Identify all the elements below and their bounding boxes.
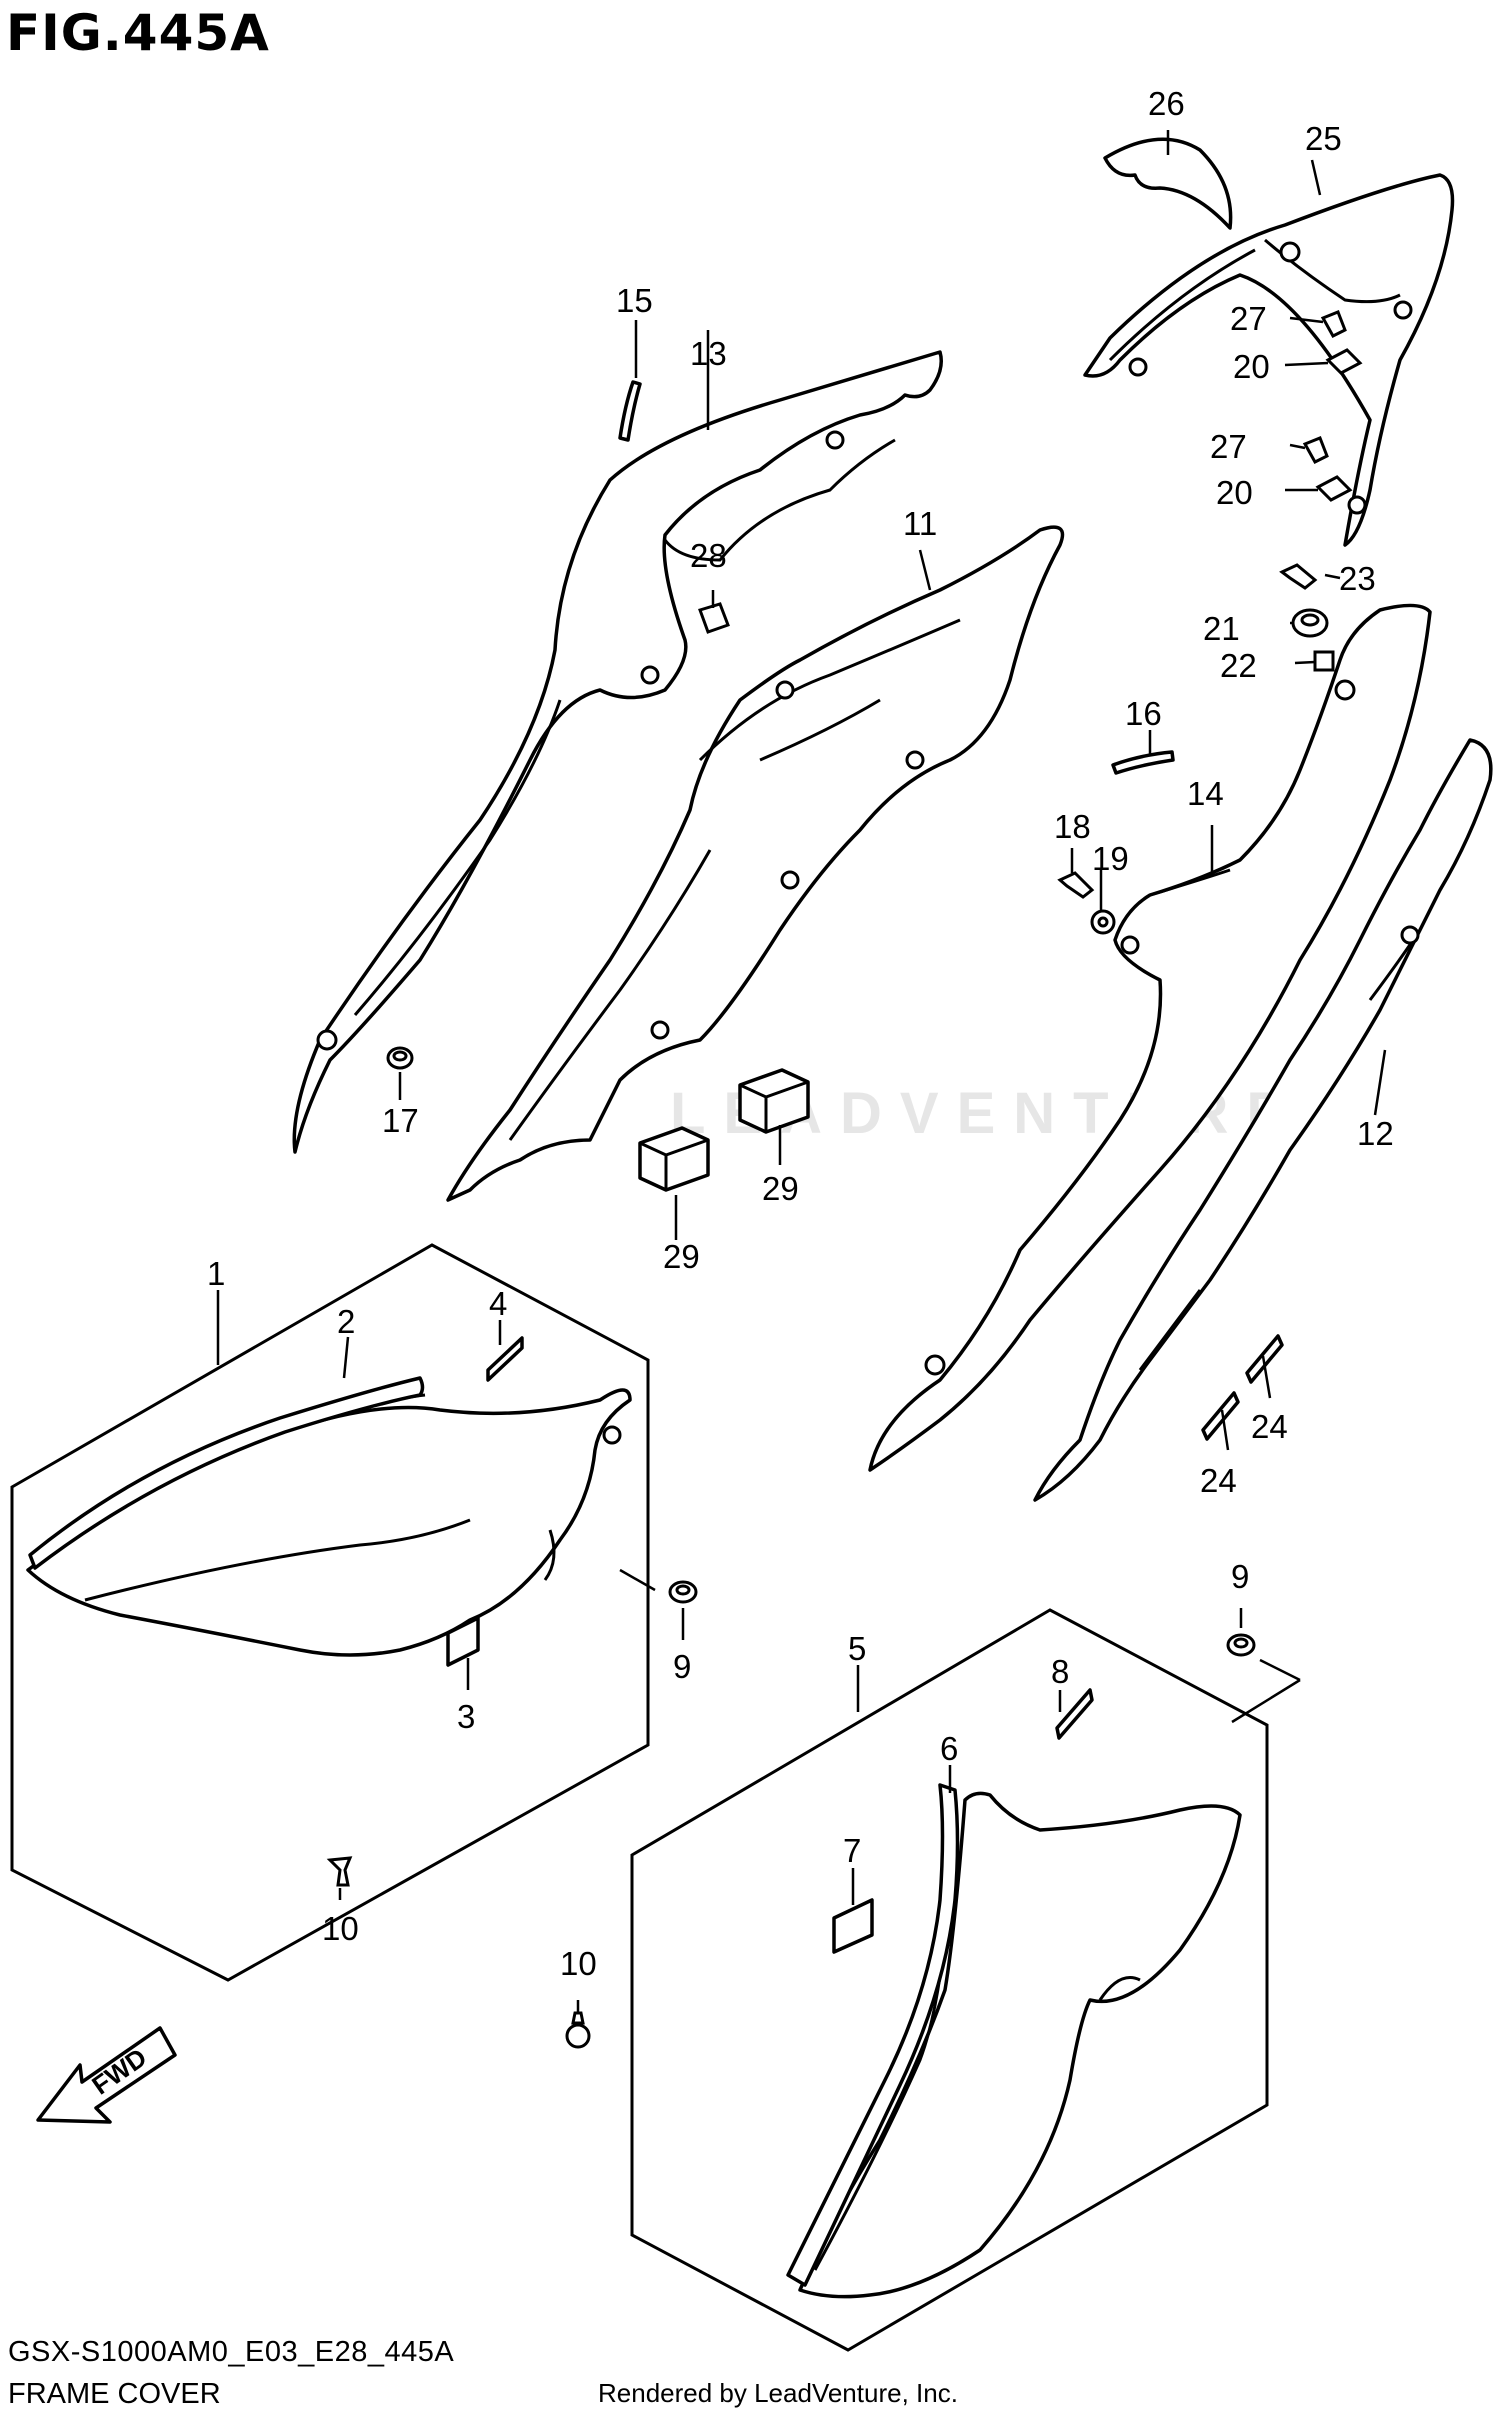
callout-7: 7 [843,1832,861,1869]
part-10-clip-a[interactable] [326,1856,353,1887]
callout-29b: 29 [762,1170,799,1207]
callout-27a: 27 [1230,300,1267,337]
rendered-by-credit: Rendered by LeadVenture, Inc. [598,2378,958,2408]
part-26-cover-piece[interactable] [1103,137,1233,230]
part-15-trim-strip[interactable] [618,380,642,442]
part-27-screw-b[interactable] [1302,436,1329,464]
part-29-pad-a[interactable] [638,1126,710,1192]
figure-title: FIG.445A [6,4,270,62]
part-6-trim-strip[interactable] [786,1783,960,2287]
callout-25: 25 [1305,120,1342,157]
part-3-label[interactable] [446,1616,480,1667]
callout-26: 26 [1148,85,1185,122]
part-7-label[interactable] [832,1898,874,1954]
callout-1: 1 [207,1255,225,1292]
callout-28: 28 [690,537,727,574]
callout-numbers: 1 2 3 4 5 6 7 8 9 9 10 10 11 12 13 14 15… [207,85,1394,1982]
part-21-cushion[interactable] [1291,608,1329,638]
callout-24a: 24 [1251,1408,1288,1445]
part-23-screw[interactable] [1279,563,1318,590]
part-19-nut[interactable] [1090,909,1116,935]
callout-27b: 27 [1210,428,1247,465]
part-29-pad-b[interactable] [738,1068,810,1134]
callout-17: 17 [382,1102,419,1139]
callout-16: 16 [1125,695,1162,732]
part-4-label[interactable] [486,1336,524,1382]
callout-5: 5 [848,1630,866,1667]
part-5-frame-cover-right[interactable] [630,1608,1269,2352]
part-20-nut-a[interactable] [1325,348,1363,375]
part-24-label-b[interactable] [1201,1391,1240,1441]
part-18-screw[interactable] [1057,871,1095,899]
part-20-nut-b[interactable] [1315,475,1353,502]
callout-29a: 29 [663,1238,700,1275]
callout-10a: 10 [322,1910,359,1947]
part-9-grommet-b[interactable] [1226,1633,1256,1657]
part-12-inner-cover-right[interactable] [1033,738,1493,1502]
callout-13: 13 [690,335,727,372]
callout-9b: 9 [1231,1558,1249,1595]
part-9-grommet-a[interactable] [668,1580,698,1604]
callout-10b: 10 [560,1945,597,1982]
callout-9a: 9 [673,1648,691,1685]
callout-11: 11 [903,505,937,542]
callout-21: 21 [1203,610,1240,647]
part-1-frame-cover-left[interactable] [10,1243,650,1982]
fwd-direction-arrow-icon: FWD [36,2026,177,2124]
callout-6: 6 [940,1730,958,1767]
callout-12: 12 [1357,1115,1394,1152]
part-13-rear-cover-left[interactable] [292,350,943,1154]
callout-3: 3 [457,1698,475,1735]
callout-23: 23 [1339,560,1376,597]
callout-8: 8 [1051,1653,1069,1690]
part-2-trim-strip[interactable] [28,1376,425,1570]
callout-22: 22 [1220,647,1257,684]
callout-24b: 24 [1200,1462,1237,1499]
callout-14: 14 [1187,775,1224,812]
part-14-rear-cover-right[interactable] [868,603,1432,1472]
section-name: FRAME COVER [8,2378,221,2410]
callout-2: 2 [337,1303,355,1340]
part-8-label[interactable] [1055,1688,1094,1740]
callout-4: 4 [489,1285,507,1322]
part-10-clip-b[interactable] [565,2011,591,2049]
part-17-grommet[interactable] [386,1046,414,1070]
part-25-tail-cowl[interactable] [1083,173,1455,547]
callout-15: 15 [616,282,653,319]
callout-20a: 20 [1233,348,1270,385]
model-code: GSX-S1000AM0_E03_E28_445A [8,2336,455,2368]
part-11-inner-cover[interactable] [446,525,1065,1202]
part-22-collar[interactable] [1313,650,1335,672]
callout-18: 18 [1054,808,1091,845]
callout-20b: 20 [1216,474,1253,511]
part-28-clip[interactable] [698,602,730,634]
part-16-trim-strip[interactable] [1111,750,1175,775]
part-27-screw-a[interactable] [1320,310,1347,338]
leader-lines [216,130,1387,2013]
callout-19: 19 [1092,840,1129,877]
